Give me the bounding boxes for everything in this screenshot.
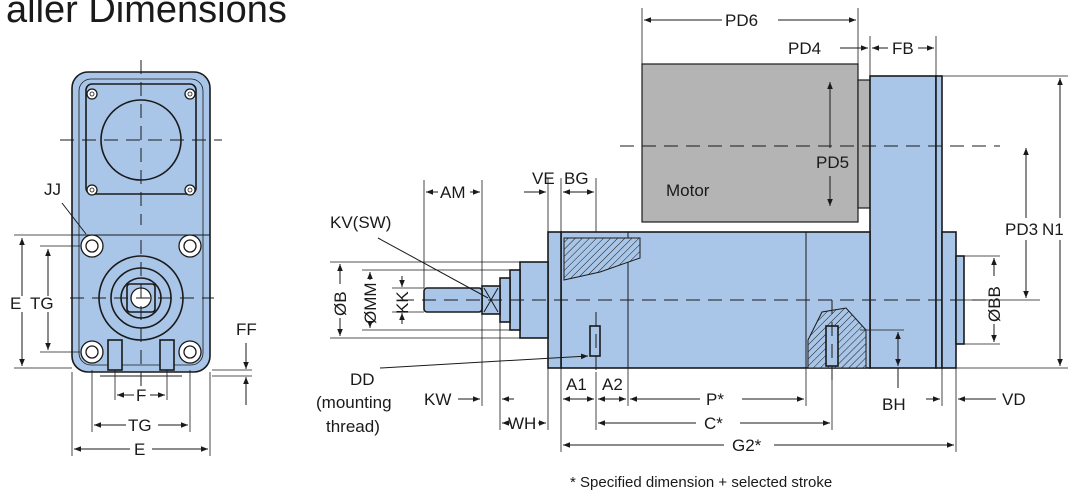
end-view [60, 60, 222, 392]
label-fb: FB [892, 39, 914, 58]
label-bh: BH [882, 395, 906, 414]
label-ob: ØB [331, 291, 350, 316]
footnote: * Specified dimension + selected stroke [570, 474, 832, 491]
side-view-dimensions: PD6 PD4 FB PD5 PD3 N1 ØBB AM [316, 8, 1068, 455]
label-e-left: E [10, 294, 21, 313]
label-dd-mounting: (mounting [316, 393, 392, 412]
label-a1: A1 [566, 375, 587, 394]
label-vd: VD [1002, 390, 1026, 409]
motor-bracket [869, 75, 937, 369]
label-kk: KK [393, 291, 412, 314]
label-f: F [136, 386, 146, 405]
end-view-dimensions: JJ E TG FF F TG E [10, 180, 257, 459]
label-wh: WH [508, 414, 536, 433]
label-ff: FF [236, 320, 257, 339]
label-dd: DD [350, 370, 375, 389]
label-tg-bottom: TG [128, 416, 152, 435]
label-dd-thread: thread) [326, 417, 380, 436]
motor-body [641, 63, 859, 223]
label-kw: KW [424, 390, 451, 409]
label-omm: ØMM [361, 282, 380, 324]
label-motor: Motor [666, 181, 710, 200]
label-am: AM [440, 183, 466, 202]
page-title: aller Dimensions [6, 0, 287, 31]
label-bg: BG [564, 169, 589, 188]
label-p: P* [706, 390, 724, 409]
label-g2: G2* [732, 436, 762, 455]
label-obb: ØBB [985, 286, 1004, 322]
label-pd6: PD6 [725, 11, 758, 30]
label-ve: VE [532, 169, 555, 188]
section-hatch-top [563, 237, 641, 281]
label-a2: A2 [602, 375, 623, 394]
label-n1: N1 [1042, 220, 1064, 239]
label-kv-sw: KV(SW) [330, 213, 391, 232]
motor-bolt-holes [86, 88, 196, 196]
side-view: Motor [400, 63, 1000, 380]
label-pd3: PD3 [1005, 220, 1038, 239]
label-pd4: PD4 [788, 39, 821, 58]
label-pd5: PD5 [816, 153, 849, 172]
label-tg-left: TG [30, 294, 54, 313]
mounting-bolt-holes [80, 234, 202, 364]
label-c: C* [704, 414, 723, 433]
label-e-bottom: E [134, 440, 145, 459]
label-jj: JJ [44, 180, 61, 199]
